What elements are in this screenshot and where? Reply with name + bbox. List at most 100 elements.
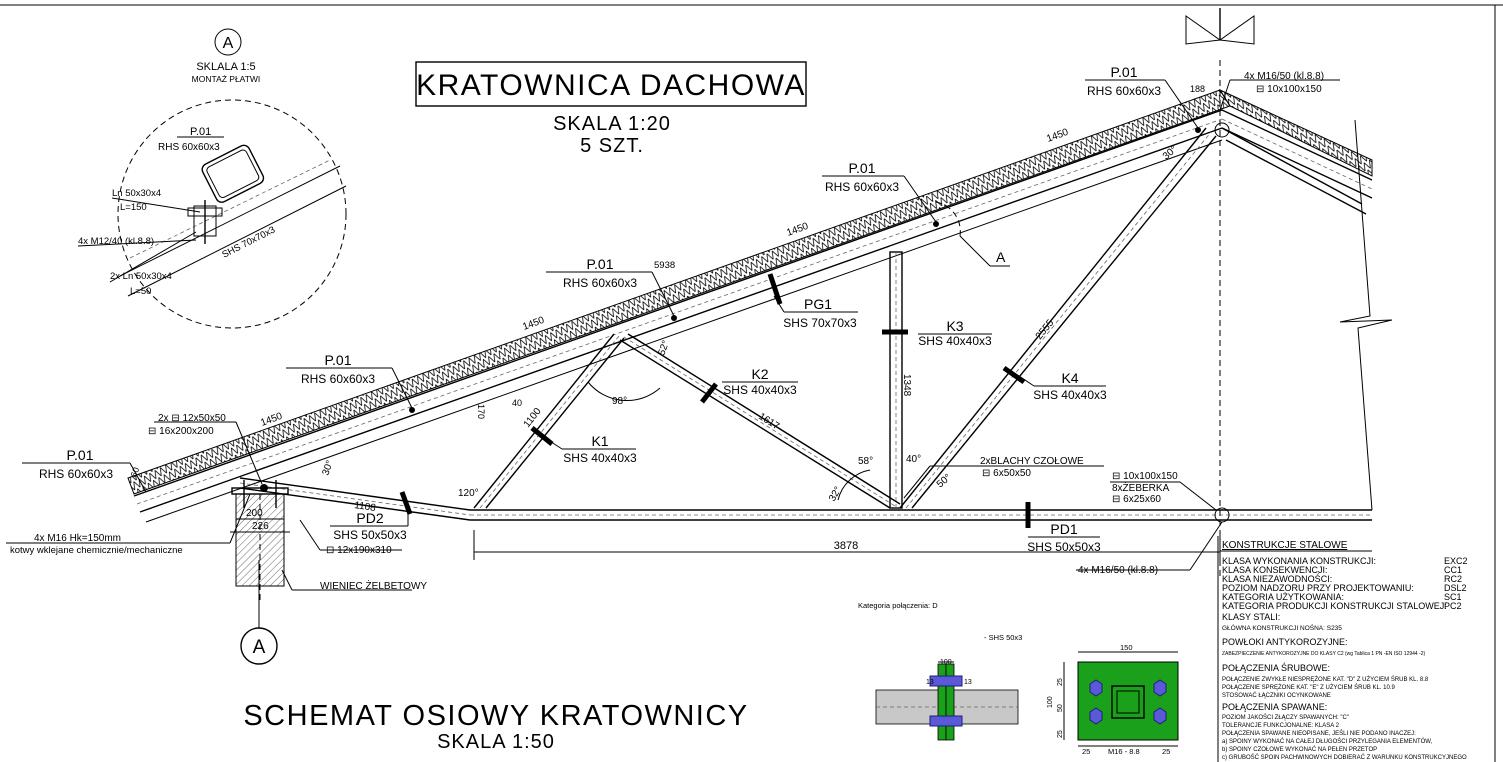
angle-98: 98° — [612, 396, 627, 407]
dim-40: 40 — [512, 398, 522, 408]
connection-bolt-4 — [1153, 707, 1167, 725]
dim-1348: 1348 — [901, 374, 912, 397]
dim-60: 60 — [128, 466, 141, 479]
main-scale: SKALA 1:20 — [553, 113, 671, 135]
pd2-profile: SHS 50x50x3 — [333, 528, 407, 542]
section-a-callout: A — [935, 201, 1010, 267]
rim-label: WIENIEC ŻELBETOWY — [320, 579, 427, 592]
notes-weld-header: POŁĄCZENIA SPAWANE: — [1222, 702, 1327, 712]
ridge-bolts: 4x M16/50 (kl.8.8) — [1244, 71, 1324, 82]
angle-30-left: 30° — [320, 459, 336, 477]
connection-endplate-right — [945, 663, 955, 741]
angle-40: 40° — [906, 454, 921, 465]
section-a-label: A — [996, 249, 1006, 265]
notes-row-3-value: RC2 — [1444, 574, 1462, 584]
dim-200: 200 — [246, 508, 263, 519]
notes-weld-line-2: TOLERANCJE FUNKCJONALNE: KLASA 2 — [1222, 723, 1340, 729]
notes-row-5-label: KATEGORIA UŻYTKOWANIA: — [1222, 592, 1344, 602]
connection-dim-13a: 13 — [926, 679, 934, 686]
notes-row-6-label: KATEGORIA PRODUKCJI KONSTRUKCJI STALOWEJ… — [1222, 601, 1447, 611]
rib-size: ⊟ 6x25x60 — [1112, 494, 1161, 505]
detail-p01: P.01 — [190, 126, 211, 138]
connection-bolt-3 — [1089, 707, 1103, 725]
connection-dim-25c: 25 — [1082, 747, 1090, 756]
quantity: 5 SZT. — [580, 135, 644, 157]
ridge-plate: ⊟ 10x100x150 — [1256, 84, 1322, 95]
k3-profile: SHS 40x40x3 — [918, 334, 992, 348]
angle-32: 32° — [827, 485, 844, 504]
connection-dim-50: 50 — [1057, 704, 1064, 712]
notes-row-1-value: EXC2 — [1444, 556, 1468, 566]
connection-dim-100b: 100 — [1047, 696, 1054, 708]
section-marker: A — [253, 637, 266, 658]
notes-row-4-value: DSL2 — [1444, 583, 1467, 593]
dim-1450-b: 1450 — [785, 221, 810, 239]
k3-label: K3 — [946, 318, 963, 334]
dim-226: 226 — [252, 521, 269, 532]
member-labels: PG1 SHS 70x70x3 K3 SHS 40x40x3 K2 SHS 40… — [330, 295, 1107, 554]
break-line — [1339, 119, 1393, 511]
detail-ln1: Ln 50x30x4 — [112, 188, 161, 199]
pg1-label: PG1 — [804, 296, 832, 312]
page-title: KRATOWNICA DACHOWA — [416, 69, 806, 102]
schema-title: SCHEMAT OSIOWY KRATOWNICY — [243, 700, 748, 732]
connection-dim-25b: 25 — [1057, 730, 1064, 738]
purlin-label-3: P.01 — [587, 256, 614, 272]
web-members — [473, 127, 1367, 509]
plates-note-2: ⊟ 16x200x200 — [148, 426, 214, 437]
bottom-bolts: 4x M16/50 (kl.8.8) — [1078, 565, 1158, 576]
angle-52: 52° — [656, 339, 672, 357]
purlin-label-2: P.01 — [849, 160, 876, 176]
detail-a-marker-circle — [214, 28, 242, 56]
detail-purlin — [201, 144, 265, 203]
notes-row-4-label: POZIOM NADZORU PRZY PROJEKTOWANIU: — [1222, 583, 1414, 593]
k1-profile: SHS 40x40x3 — [563, 451, 637, 465]
purlin-profile-1: RHS 60x60x3 — [1087, 84, 1161, 98]
notes-weld-line-5: b) SPOINY CZOŁOWE WYKONAĆ NA PEŁEN PRZET… — [1222, 746, 1377, 753]
dim-2555: 2555 — [1034, 317, 1057, 342]
anchors-note: kotwy wklejane chemicznie/mechaniczne — [10, 545, 183, 556]
connection-bolt-1 — [1089, 679, 1103, 697]
pg1-profile: SHS 70x70x3 — [783, 316, 857, 330]
k4-label: K4 — [1061, 370, 1078, 386]
dim-1617: 1617 — [756, 411, 781, 432]
notes-bolt-line-2: POŁĄCZENIE SPRĘŻONE KAT. "E" Z UŻYCIEM Ś… — [1222, 683, 1396, 691]
notes-row-2-value: CC1 — [1444, 565, 1462, 575]
detail-shs: SHS 70x70x3 — [220, 224, 277, 260]
connection-category: Kategoria połączenia: D — [858, 601, 938, 610]
connection-dim-100: 100 — [940, 659, 952, 666]
dim-1108: 1108 — [354, 500, 377, 514]
purlin-profile-5: RHS 60x60x3 — [39, 467, 113, 481]
roof-insulation — [127, 89, 1231, 495]
detail-a-scale: SKLALA 1:5 — [196, 61, 255, 73]
ridge-annotations: 4x M16/50 (kl.8.8) ⊟ 10x100x150 2xBLACHY… — [903, 71, 1340, 576]
connection-bolt-2 — [1153, 679, 1167, 697]
dim-1450-c: 1450 — [521, 315, 546, 333]
notes-steel-main: GŁÓWNA KONSTRUKCJI NOŚNA: S235 — [1222, 623, 1342, 632]
pd1-label: PD1 — [1050, 521, 1077, 537]
purlin-label-1: P.01 — [1111, 64, 1138, 80]
detail-l150: L=150 — [120, 202, 147, 213]
plates-note-1: 2x ⊟ 12x50x50 — [158, 413, 226, 424]
plate-note-3: ⊟ 12x190x310 — [326, 545, 392, 556]
notes-weld-line-6: c) GRUBOŚĆ SPOIN PACHWINOWYCH DOBIERAĆ Z… — [1222, 753, 1467, 761]
angle-30-top: 30° — [1161, 144, 1180, 162]
purlin-label-5: P.01 — [67, 447, 94, 463]
detail-bolts: 4x M12/40 (kl.8.8) — [78, 236, 154, 247]
detail-a-subtitle: MONTAŻ PŁATWI — [192, 74, 261, 84]
notes-weld-line-3: POŁĄCZENIA SPAWANE NIEOPISANE, JEŚLI NIE… — [1222, 729, 1416, 737]
pd2-label: PD2 — [356, 510, 383, 526]
notes-header: KONSTRUKCJE STALOWE — [1222, 540, 1348, 551]
section-marker-circle — [240, 627, 278, 665]
notes-row-3-label: KLASA NIEZAWODNOŚCI: — [1222, 573, 1332, 584]
connection-dim-150: 150 — [1120, 643, 1133, 652]
k1-label: K1 — [591, 433, 608, 449]
notes-panel: KONSTRUKCJE STALOWE KLASA WYKONANIA KONS… — [1217, 536, 1468, 762]
purlin-profile-3: RHS 60x60x3 — [563, 276, 637, 290]
notes-bolt-header: POŁĄCZENIA ŚRUBOWE: — [1222, 662, 1330, 673]
detail-ln2: 2x Ln 50x30x4 — [110, 271, 172, 282]
detail-chord-top — [119, 165, 341, 277]
detail-chord-bottom — [127, 185, 347, 297]
notes-bolt-line-3: STOSOWAĆ ŁĄCZNIKI OCYNKOWANE — [1222, 692, 1331, 699]
k2-label: K2 — [751, 366, 768, 382]
